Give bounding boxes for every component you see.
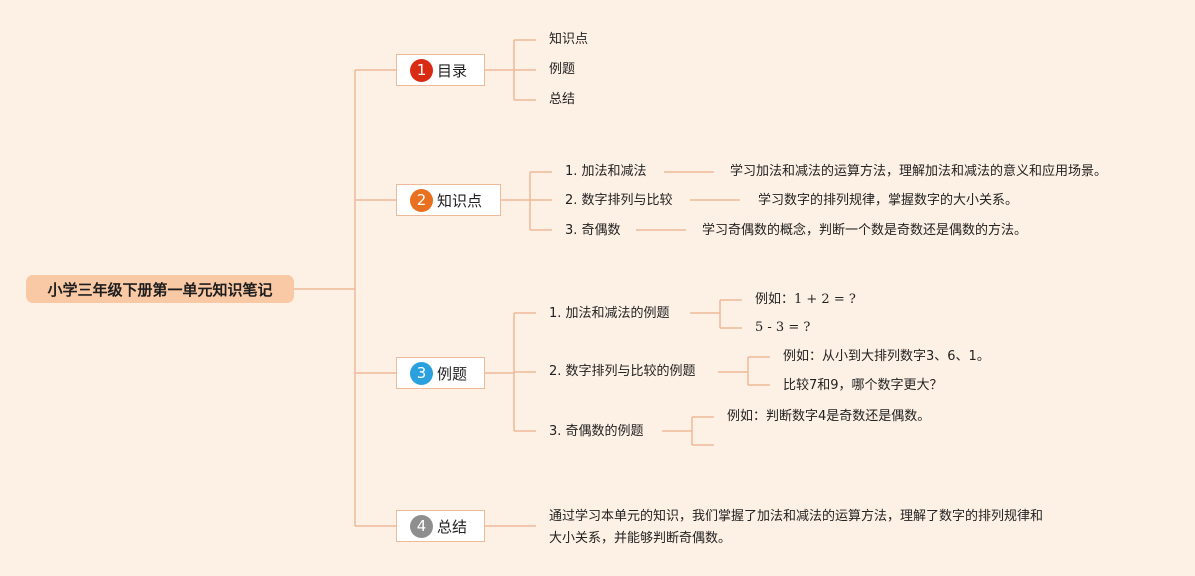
number-badge-3: 3 bbox=[410, 361, 433, 385]
summary-text[interactable]: 通过学习本单元的知识，我们掌握了加法和减法的运算方法，理解了数字的排列规律和大小… bbox=[549, 509, 1044, 546]
example-1-line-1[interactable]: 例如：1 + 2 = ? bbox=[755, 292, 856, 307]
number-badge-1: 1 bbox=[410, 58, 433, 82]
root-title: 小学三年级下册第一单元知识笔记 bbox=[47, 280, 273, 299]
topic-toc[interactable]: 1 目录 bbox=[396, 54, 485, 86]
point-desc-3[interactable]: 学习奇偶数的概念，判断一个数是奇数还是偶数的方法。 bbox=[702, 223, 1028, 238]
example-3-line-1[interactable]: 例如：判断数字4是奇数还是偶数。 bbox=[727, 409, 931, 424]
example-1-line-2[interactable]: 5 - 3 = ? bbox=[755, 320, 811, 335]
example-2-line-1[interactable]: 例如：从小到大排列数字3、6、1。 bbox=[783, 349, 990, 364]
toc-item-points[interactable]: 知识点 bbox=[549, 32, 589, 47]
toc-item-examples[interactable]: 例题 bbox=[549, 62, 576, 77]
topic-summary-label: 总结 bbox=[437, 517, 468, 536]
example-2-line-2[interactable]: 比较7和9，哪个数字更大？ bbox=[783, 378, 943, 393]
topic-toc-label: 目录 bbox=[437, 61, 468, 80]
topic-summary[interactable]: 4 总结 bbox=[396, 510, 485, 542]
point-desc-2[interactable]: 学习数字的排列规律，掌握数字的大小关系。 bbox=[758, 193, 1019, 208]
point-desc-1[interactable]: 学习加法和减法的运算方法，理解加法和减法的意义和应用场景。 bbox=[730, 164, 1108, 179]
topic-knowledge-points[interactable]: 2 知识点 bbox=[396, 184, 501, 216]
topic-examples-label: 例题 bbox=[437, 364, 468, 383]
root-topic[interactable]: 小学三年级下册第一单元知识笔记 bbox=[26, 275, 294, 303]
point-title-1[interactable]: 1. 加法和减法 bbox=[565, 164, 647, 179]
number-badge-4: 4 bbox=[410, 514, 433, 538]
number-badge-2: 2 bbox=[410, 188, 433, 212]
example-title-1[interactable]: 1. 加法和减法的例题 bbox=[549, 306, 670, 321]
example-title-3[interactable]: 3. 奇偶数的例题 bbox=[549, 424, 644, 439]
point-title-3[interactable]: 3. 奇偶数 bbox=[565, 223, 621, 238]
example-title-2[interactable]: 2. 数字排列与比较的例题 bbox=[549, 364, 696, 379]
topic-examples[interactable]: 3 例题 bbox=[396, 357, 485, 389]
topic-knowledge-points-label: 知识点 bbox=[437, 191, 483, 210]
toc-item-summary[interactable]: 总结 bbox=[549, 92, 576, 107]
point-title-2[interactable]: 2. 数字排列与比较 bbox=[565, 193, 673, 208]
